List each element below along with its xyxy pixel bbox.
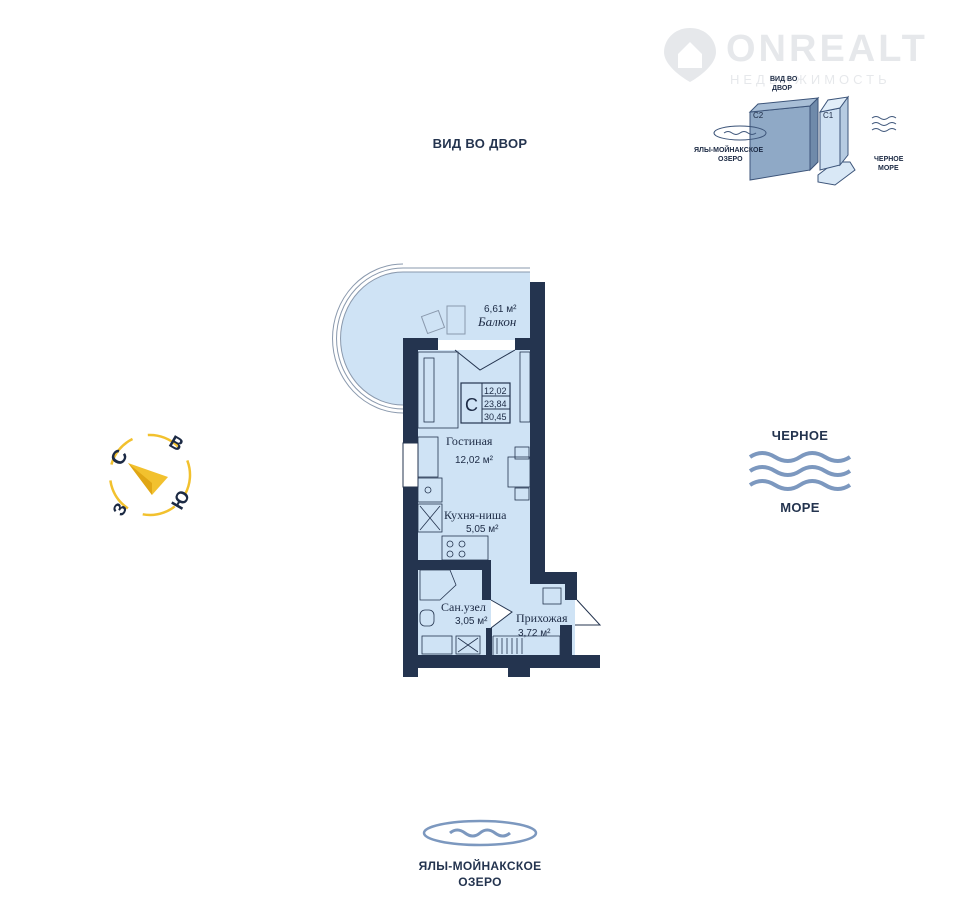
entrance-door xyxy=(575,599,602,626)
minimap-sea-wave-icon xyxy=(871,116,897,132)
sea-waves-icon xyxy=(748,451,852,491)
minimap-courtyard-label-2: ДВОР xyxy=(772,85,792,92)
balcony-door xyxy=(454,349,516,371)
balcony-name: Балкон xyxy=(477,314,516,329)
bathroom-door xyxy=(490,599,513,629)
total-area-value: 23,84 xyxy=(484,399,507,409)
apartment-type: С xyxy=(465,395,478,415)
furniture xyxy=(417,351,562,655)
compass-arrow-icon xyxy=(128,463,168,495)
sea-label: ЧЕРНОЕ xyxy=(771,428,829,443)
bathroom-area: 3,05 м² xyxy=(455,616,488,627)
compass: С В Ю З xyxy=(106,431,193,519)
living-room-area: 12,02 м² xyxy=(455,455,494,466)
window xyxy=(402,442,419,488)
apartment-info-box: С 12,02 23,84 30,45 xyxy=(460,382,511,424)
hallway-name: Прихожая xyxy=(516,611,568,625)
bathroom-name: Сан.узел xyxy=(441,600,486,614)
kitchen-name: Кухня-ниша xyxy=(444,508,507,522)
lake-view: ЯЛЫ-МОЙНАКСКОЕ ОЗЕРО xyxy=(400,818,560,889)
lake-label: ЯЛЫ-МОЙНАКСКОЕ xyxy=(418,859,542,873)
minimap-lake-wave-icon xyxy=(723,131,757,135)
watermark-brand: ONREALT xyxy=(726,28,928,70)
walls xyxy=(403,282,600,677)
living-room-name: Гостиная xyxy=(446,434,493,448)
minimap-lake-label-2: ОЗЕРО xyxy=(718,156,743,163)
hallway-area: 3,72 м² xyxy=(518,628,551,639)
minimap-sea-label: ЧЕРНОЕ xyxy=(874,156,904,163)
total-with-balcony-value: 30,45 xyxy=(484,412,507,422)
courtyard-view-label: ВИД ВО ДВОР xyxy=(432,136,528,151)
minimap-sea-label-2: МОРЕ xyxy=(878,165,899,172)
sea-view: ЧЕРНОЕ МОРЕ xyxy=(730,428,870,515)
sea-label-2: МОРЕ xyxy=(780,500,820,515)
building-minimap: С2 С1 ВИД ВО ДВОР ЯЛЫ-МОЙНАКСКОЕ ОЗЕРО Ч… xyxy=(694,76,904,186)
living-area-value: 12,02 xyxy=(484,386,507,396)
lake-label-2: ОЗЕРО xyxy=(458,875,502,889)
home-pin-icon xyxy=(664,28,716,82)
lake-icon xyxy=(422,819,538,847)
minimap-c1-label: С1 xyxy=(823,111,834,120)
watermark-subtitle: НЕДВИЖИМОСТЬ xyxy=(730,72,891,87)
watermark-logo: ONREALT НЕДВИЖИМОСТЬ xyxy=(660,24,940,94)
kitchen-area: 5,05 м² xyxy=(466,524,499,535)
minimap-lake-label: ЯЛЫ-МОЙНАКСКОЕ xyxy=(694,145,763,154)
minimap-courtyard-label: ВИД ВО xyxy=(770,76,798,83)
balcony-area: 6,61 м² xyxy=(484,304,517,315)
minimap-c2-label: С2 xyxy=(753,111,764,120)
